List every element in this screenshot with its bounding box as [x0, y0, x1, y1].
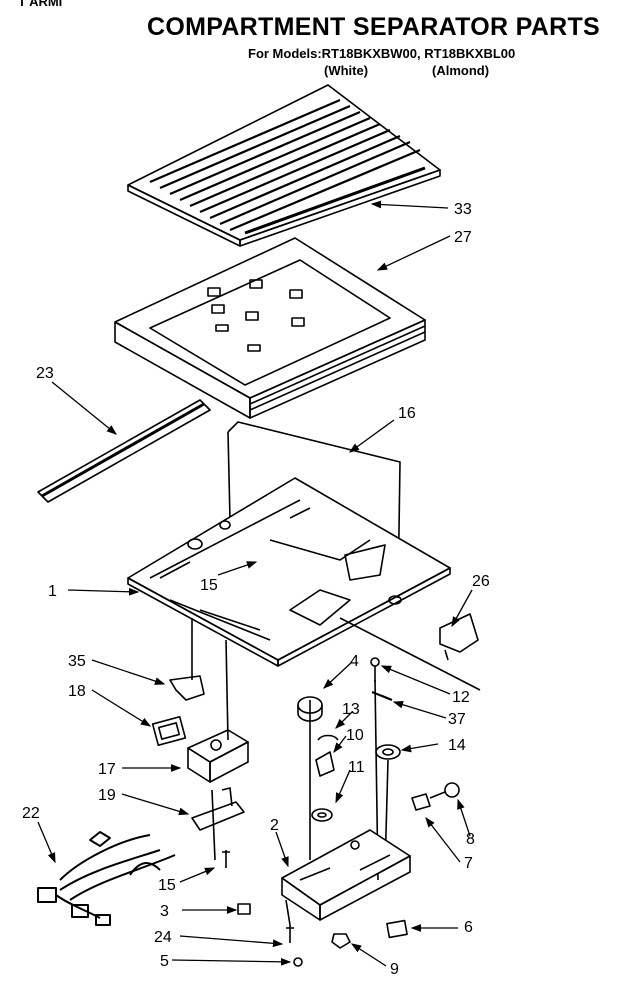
- part-7-socket: [411, 793, 431, 811]
- callout-leaders: [37, 200, 473, 967]
- part-19-bracket: [191, 787, 245, 831]
- part-33-shelf-grille: [127, 84, 441, 247]
- callout-33: 33: [454, 201, 472, 218]
- part-35-bracket: [169, 675, 205, 701]
- callout-3: 3: [160, 903, 169, 920]
- callout-1: 1: [48, 583, 57, 600]
- part-2-control-housing: [281, 829, 411, 921]
- part-9-nut: [331, 933, 351, 949]
- callout-15-top: 15: [200, 577, 218, 594]
- part-5-screw: [293, 957, 303, 967]
- callout-19: 19: [98, 787, 116, 804]
- callout-11: 11: [348, 759, 365, 776]
- callout-26: 26: [472, 573, 490, 590]
- part-24-screw: [286, 925, 294, 943]
- part-1-separator: [127, 477, 481, 691]
- callout-2: 2: [270, 817, 279, 834]
- color-almond-label: (Almond): [432, 63, 490, 78]
- callout-10: 10: [346, 727, 364, 744]
- part-23-gasket-strip: [37, 399, 211, 503]
- part-13-clip: [317, 734, 339, 741]
- callout-5: 5: [160, 953, 169, 970]
- part-6-connector: [386, 919, 408, 939]
- callout-7: 7: [464, 855, 473, 872]
- callout-6: 6: [464, 919, 473, 936]
- callout-35: 35: [68, 653, 86, 670]
- color-white-label: (White): [324, 63, 369, 78]
- part-11-gear: [311, 808, 333, 822]
- page-title: COMPARTMENT SEPARATOR PARTS: [146, 13, 600, 41]
- callout-12: 12: [452, 689, 470, 706]
- part-14-gear: [375, 744, 401, 760]
- part-3-clip: [237, 903, 251, 915]
- part-16-wire: [227, 421, 401, 599]
- part-10-bracket: [315, 751, 335, 777]
- callout-22: 22: [22, 805, 40, 822]
- callout-8: 8: [466, 831, 475, 848]
- top-edge-text-fragment: T ARMI: [18, 0, 63, 9]
- part-17-housing: [187, 729, 249, 783]
- callout-17: 17: [98, 761, 116, 778]
- callout-37: 37: [448, 711, 466, 728]
- model-numbers: For Models:RT18BKXBW00, RT18BKXBL00: [248, 46, 516, 61]
- callout-18: 18: [68, 683, 86, 700]
- callout-labels: 33 27 23 16 1 15 26 35 18 17 19 22 15 3 …: [22, 201, 490, 978]
- part-26-cover: [439, 613, 479, 661]
- part-22-wire-harness: [37, 831, 176, 926]
- callout-16: 16: [398, 405, 416, 422]
- callout-27: 27: [454, 229, 472, 246]
- callout-13: 13: [342, 701, 360, 718]
- part-18-grille: [151, 715, 187, 747]
- part-8-light: [429, 782, 460, 799]
- callout-24: 24: [154, 929, 172, 946]
- callout-4: 4: [350, 653, 359, 670]
- callout-23: 23: [36, 365, 54, 382]
- callout-14: 14: [448, 737, 466, 754]
- callout-15-bottom: 15: [158, 877, 176, 894]
- callout-9: 9: [390, 961, 399, 978]
- part-12-screw: [370, 657, 380, 682]
- part-27-tray-frame: [114, 237, 426, 419]
